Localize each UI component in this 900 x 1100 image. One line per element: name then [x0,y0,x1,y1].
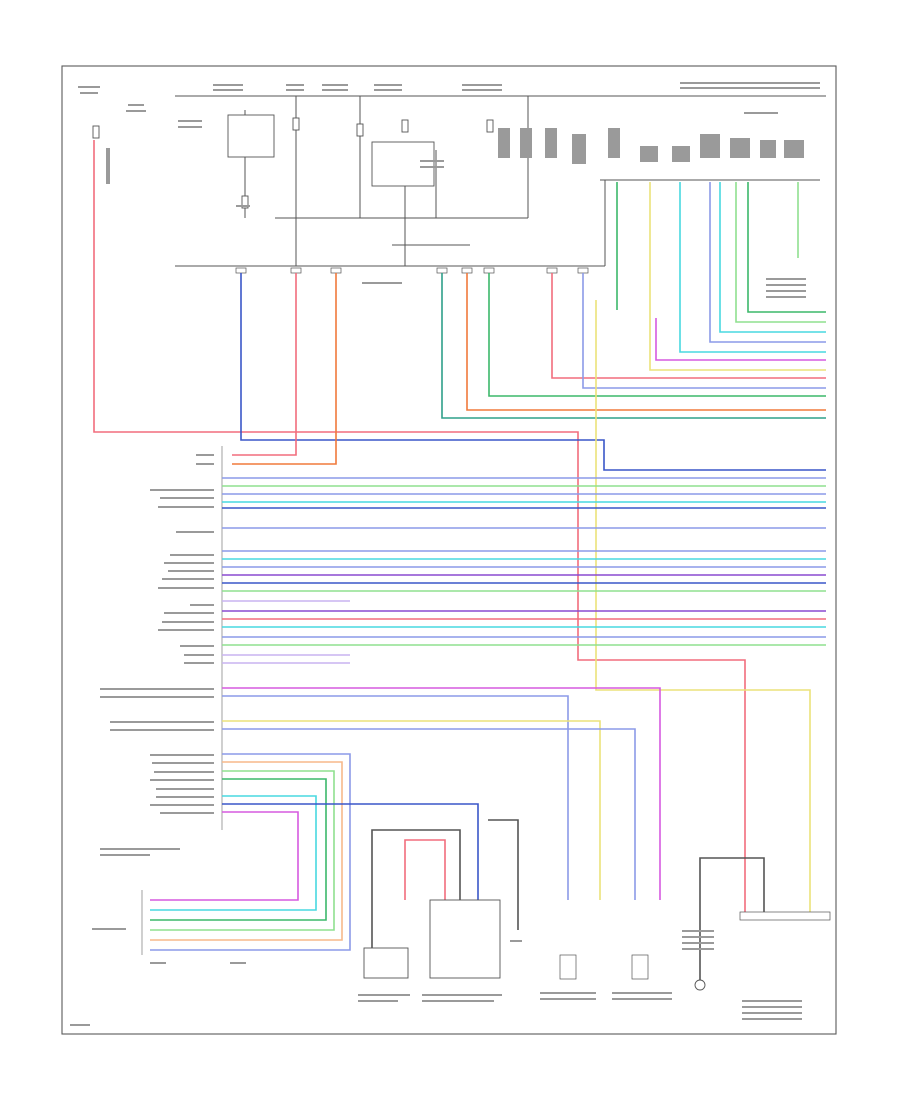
ground-icon [694,979,706,991]
connector-icon [546,267,558,274]
fuse-icon [486,119,494,133]
connector-icon [577,267,589,274]
relay-icon [371,141,435,187]
connector-icon [559,954,577,980]
connector-icon [330,267,342,274]
connector-icon [290,267,302,274]
fuse-icon [292,117,300,131]
right-wires [616,182,826,371]
connector-icon [631,954,649,980]
top-label-marks [78,82,820,298]
upper-wires [93,140,826,915]
lower-wires [150,687,765,980]
fuse-block [92,114,494,209]
fuse-icon [356,123,364,137]
connector-icon [436,267,448,274]
center-wires [222,477,826,664]
diagram-frame [61,65,837,1035]
top-connectors [235,267,589,274]
fuse-icon [92,125,100,139]
bottom-left-connector [92,890,246,964]
fuse-icon [401,119,409,133]
connector-icon [235,267,247,274]
fuse-icon [241,195,249,209]
relay-icon [227,114,275,158]
main-module-connector [100,446,223,856]
connector-icon [461,267,473,274]
module-component [429,899,501,979]
bottom-components [70,899,831,1026]
connector-icon [739,911,831,921]
sensor-component [363,947,409,979]
connector-icon [483,267,495,274]
